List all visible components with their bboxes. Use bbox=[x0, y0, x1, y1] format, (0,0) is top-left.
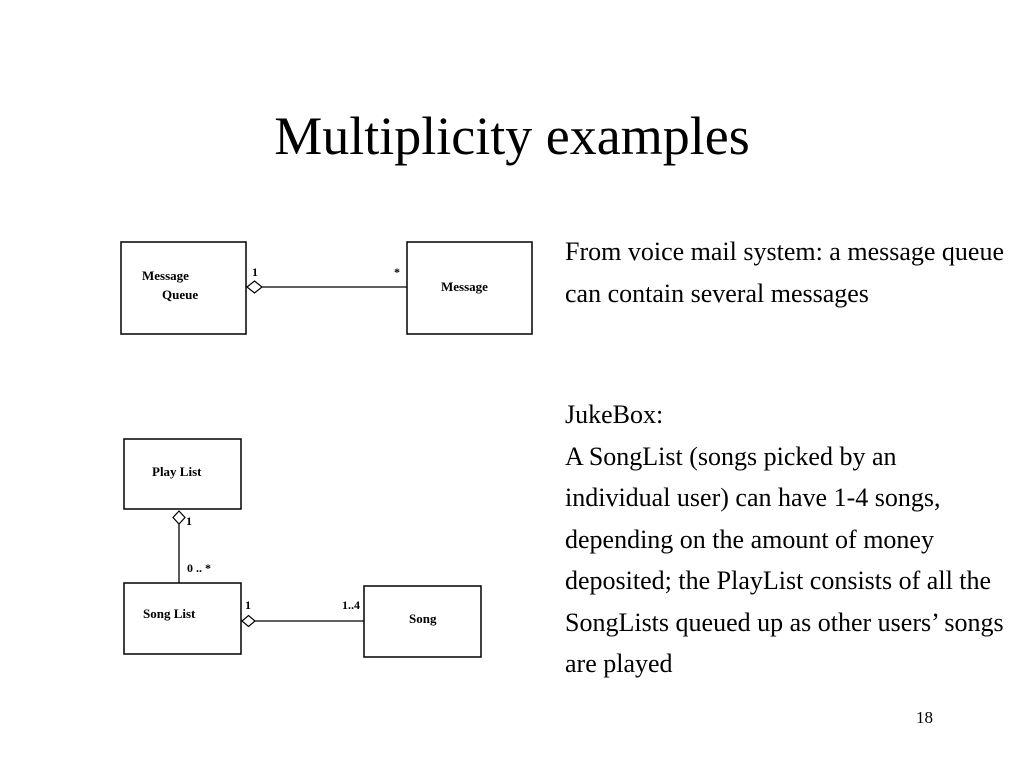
song-list-box bbox=[123, 582, 242, 655]
message-queue-label-line2: Queue bbox=[162, 287, 198, 302]
description-paragraph: From voice mail system: a message queue … bbox=[565, 237, 1005, 308]
multiplicity-label: 1 bbox=[186, 514, 192, 528]
multiplicity-label: 1 bbox=[252, 265, 258, 279]
multiplicity-label: * bbox=[394, 265, 400, 279]
description-heading: JukeBox: bbox=[565, 400, 664, 429]
page-number: 18 bbox=[916, 708, 933, 727]
message-label: Message bbox=[441, 279, 488, 294]
voicemail-diagram: Message Queue Message 1 * bbox=[120, 241, 533, 335]
multiplicity-label: 1..4 bbox=[342, 598, 360, 612]
message-box bbox=[406, 241, 533, 335]
slide-title: Multiplicity examples bbox=[274, 106, 750, 166]
song-list-label: Song List bbox=[143, 606, 196, 621]
song-box bbox=[363, 585, 482, 658]
jukebox-diagram: Play List Song List Song 1 0 .. * 1 1..4 bbox=[123, 438, 482, 658]
multiplicity-label: 1 bbox=[245, 598, 251, 612]
song-label: Song bbox=[409, 611, 437, 626]
aggregation-diamond bbox=[172, 510, 186, 525]
description-paragraph: A SongList (songs picked by an individua… bbox=[565, 441, 1004, 679]
message-queue-label-line1: Message bbox=[142, 268, 189, 283]
description-jukebox: JukeBox: A SongList (songs picked by an … bbox=[565, 394, 1005, 685]
description-voicemail: From voice mail system: a message queue … bbox=[565, 231, 1005, 314]
multiplicity-label: 0 .. * bbox=[187, 561, 211, 575]
message-queue-box bbox=[120, 241, 247, 335]
play-list-box bbox=[123, 438, 242, 510]
play-list-label: Play List bbox=[152, 464, 202, 479]
aggregation-diamond bbox=[246, 280, 263, 294]
aggregation-diamond bbox=[241, 614, 256, 628]
